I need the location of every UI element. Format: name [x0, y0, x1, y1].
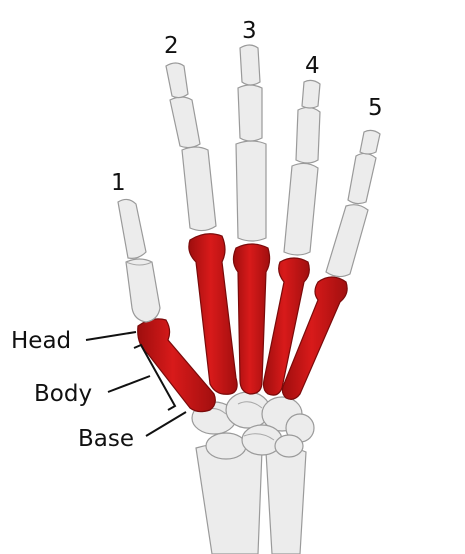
digit-3-phalanges [236, 45, 266, 241]
digit-number-4: 4 [305, 53, 320, 79]
head-label: Head [11, 328, 71, 354]
digit-1-phalanges [118, 199, 160, 322]
digit-5-phalanges [326, 130, 380, 276]
base-label: Base [78, 426, 134, 452]
digit-number-5: 5 [368, 95, 383, 121]
digit-number-1: 1 [111, 170, 126, 196]
digit-number-2: 2 [164, 33, 179, 59]
head-leader-line [86, 332, 136, 340]
digit-2-phalanges [166, 63, 216, 231]
forearm-bones [196, 443, 306, 554]
metacarpal-3 [233, 244, 269, 394]
body-leader-line [108, 376, 150, 392]
digit-4-phalanges [284, 80, 320, 255]
body-label: Body [34, 381, 92, 407]
base-leader-line [146, 412, 186, 436]
digit-number-3: 3 [242, 18, 257, 44]
metacarpal-bones [138, 234, 347, 412]
metacarpal-2 [189, 234, 237, 395]
